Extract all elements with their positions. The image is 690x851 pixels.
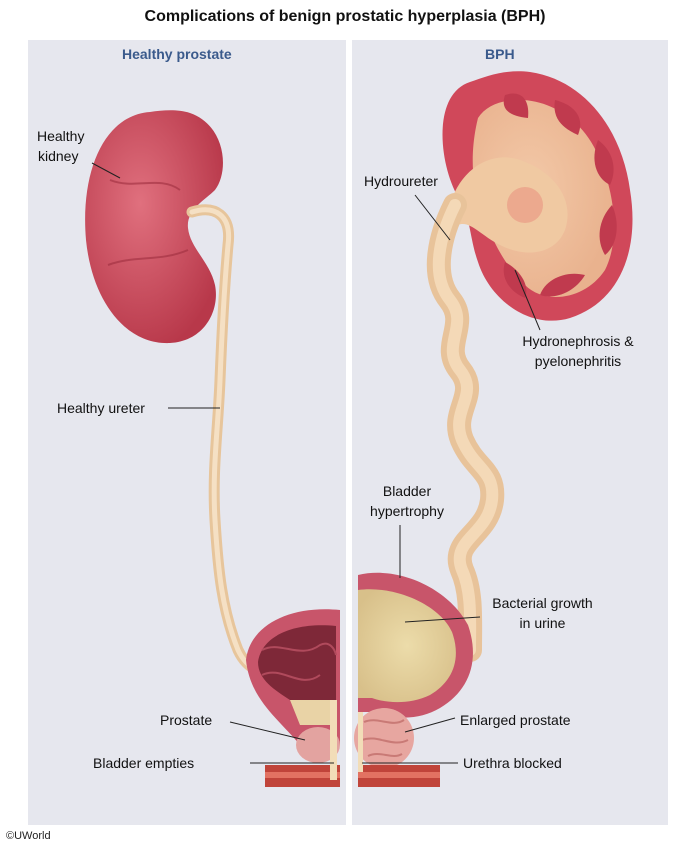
label-urethra-blocked: Urethra blocked bbox=[463, 755, 562, 771]
label-hydronephrosis-line2: pyelonephritis bbox=[534, 353, 622, 369]
label-enlarged-prostate: Enlarged prostate bbox=[460, 712, 571, 728]
panel-divider bbox=[346, 40, 352, 825]
label-bladder-hypertrophy-line1: Bladder bbox=[382, 483, 432, 499]
label-healthy-kidney-line1: Healthy bbox=[37, 128, 85, 144]
bph-kidney bbox=[442, 71, 633, 321]
healthy-urethra bbox=[265, 700, 340, 787]
label-prostate: Prostate bbox=[160, 712, 213, 728]
figure-title: Complications of benign prostatic hyperp… bbox=[144, 8, 546, 25]
bph-enlarged-prostate bbox=[354, 708, 414, 768]
bph-urethra bbox=[358, 712, 440, 787]
label-bladder-hypertrophy-line2: hypertrophy bbox=[370, 503, 444, 519]
healthy-prostate bbox=[296, 727, 340, 763]
label-bacterial-growth-line1: Bacterial growth bbox=[492, 595, 593, 611]
leader-healthy-kidney bbox=[91, 162, 121, 179]
healthy-heading: Healthy prostate bbox=[122, 46, 232, 62]
label-hydroureter: Hydroureter bbox=[364, 173, 438, 189]
copyright-notice: ©UWorld bbox=[6, 830, 51, 842]
label-bladder-empties: Bladder empties bbox=[93, 755, 195, 771]
healthy-bladder bbox=[246, 609, 340, 745]
leader-hydroureter bbox=[414, 194, 451, 241]
leader-hydronephrosis bbox=[514, 269, 541, 331]
label-bacterial-growth-line2: in urine bbox=[519, 615, 566, 631]
leader-enlarged-prostate bbox=[404, 717, 456, 733]
leader-bacterial-growth bbox=[404, 616, 481, 623]
label-healthy-kidney-line2: kidney bbox=[38, 148, 79, 164]
leader-prostate bbox=[229, 721, 306, 741]
bph-bladder bbox=[358, 572, 473, 718]
label-healthy-ureter: Healthy ureter bbox=[57, 400, 145, 416]
bph-heading: BPH bbox=[485, 46, 515, 62]
label-hydronephrosis-line1: Hydronephrosis & bbox=[522, 333, 634, 349]
healthy-kidney bbox=[85, 110, 223, 344]
